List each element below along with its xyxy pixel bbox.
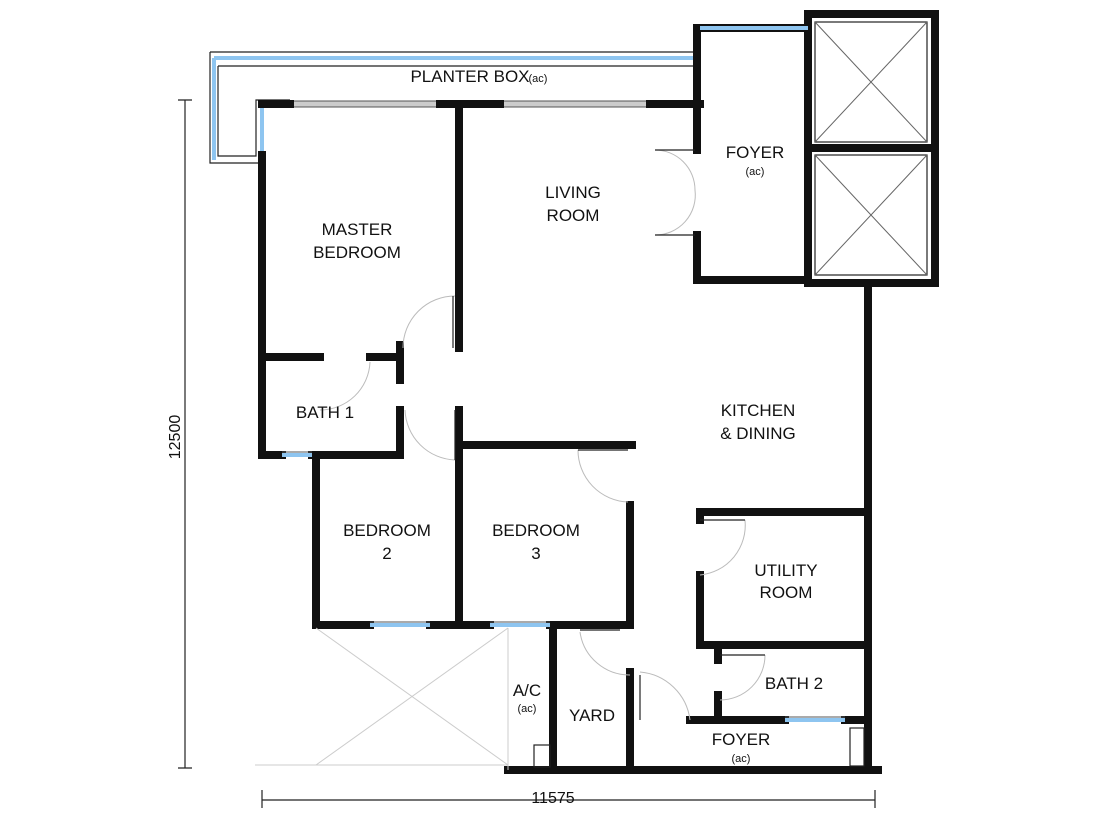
room-label-kitchen-1: KITCHEN <box>721 401 796 420</box>
dimension-lines <box>178 99 876 808</box>
room-label-bath-1: BATH 1 <box>296 403 354 422</box>
room-label-bath-2: BATH 2 <box>765 674 823 693</box>
windows <box>282 26 845 722</box>
dimension-height: 12500 <box>167 415 184 460</box>
room-label-living-2: ROOM <box>547 206 600 225</box>
room-label-utility-2: ROOM <box>760 583 813 602</box>
room-label-master-1: MASTER <box>322 220 393 239</box>
room-label-bedroom2-2: 2 <box>382 544 391 563</box>
room-note-planter-box: (ac) <box>529 73 548 85</box>
room-note-ac: (ac) <box>518 703 537 715</box>
room-note-foyer-top: (ac) <box>746 166 765 178</box>
room-label-foyer-bottom: FOYER <box>712 730 771 749</box>
room-label-living-1: LIVING <box>545 183 601 202</box>
room-label-ac: A/C <box>513 681 541 700</box>
room-label-planter-box: PLANTER BOX <box>410 67 529 86</box>
room-label-master-2: BEDROOM <box>313 243 401 262</box>
lift-shafts <box>814 21 928 276</box>
room-label-kitchen-2: & DINING <box>720 424 796 443</box>
dimension-width: 11575 <box>531 790 574 807</box>
door-swings <box>319 149 766 721</box>
room-label-yard: YARD <box>569 706 615 725</box>
room-label-bedroom2-1: BEDROOM <box>343 521 431 540</box>
room-label-bedroom3-1: BEDROOM <box>492 521 580 540</box>
balcony-area <box>255 627 865 770</box>
room-label-utility-1: UTILITY <box>754 561 817 580</box>
room-note-foyer-bottom: (ac) <box>732 753 751 765</box>
room-label-bedroom3-2: 3 <box>531 544 540 563</box>
walls <box>258 10 939 774</box>
room-label-foyer-top: FOYER <box>726 143 785 162</box>
